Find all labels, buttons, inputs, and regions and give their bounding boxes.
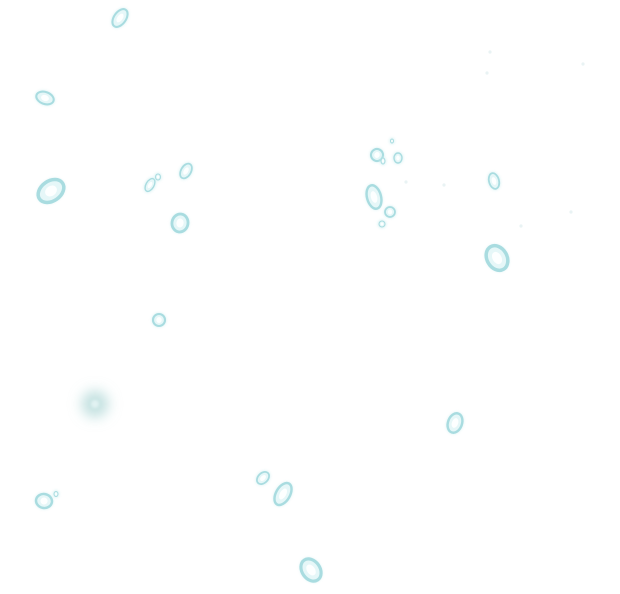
blurred-droplet-spot [78, 387, 112, 421]
faint-speck [488, 50, 492, 54]
faint-speck [442, 183, 446, 187]
water-droplet [484, 243, 510, 273]
water-droplet [299, 557, 323, 583]
faint-speck [569, 210, 573, 214]
water-droplet [255, 470, 271, 486]
water-droplet [178, 162, 194, 180]
water-droplet [110, 7, 130, 29]
water-droplet [34, 90, 56, 106]
water-droplet [389, 137, 395, 145]
water-droplet [273, 481, 293, 507]
water-droplet [365, 183, 383, 211]
faint-speck [581, 62, 585, 66]
water-droplet [446, 411, 464, 435]
faint-speck [519, 224, 523, 228]
water-droplet [383, 205, 397, 219]
water-droplet [392, 151, 404, 165]
faint-speck [404, 180, 408, 184]
water-droplet [379, 156, 387, 166]
water-droplet [34, 492, 54, 510]
faint-speck [485, 71, 489, 75]
water-droplet [170, 212, 190, 234]
water-droplet [151, 312, 167, 328]
water-droplet [487, 171, 501, 191]
water-droplet [36, 177, 66, 205]
water-droplet [52, 490, 60, 498]
water-droplet [377, 219, 387, 229]
water-droplet [154, 172, 162, 182]
water-droplet [143, 177, 157, 193]
